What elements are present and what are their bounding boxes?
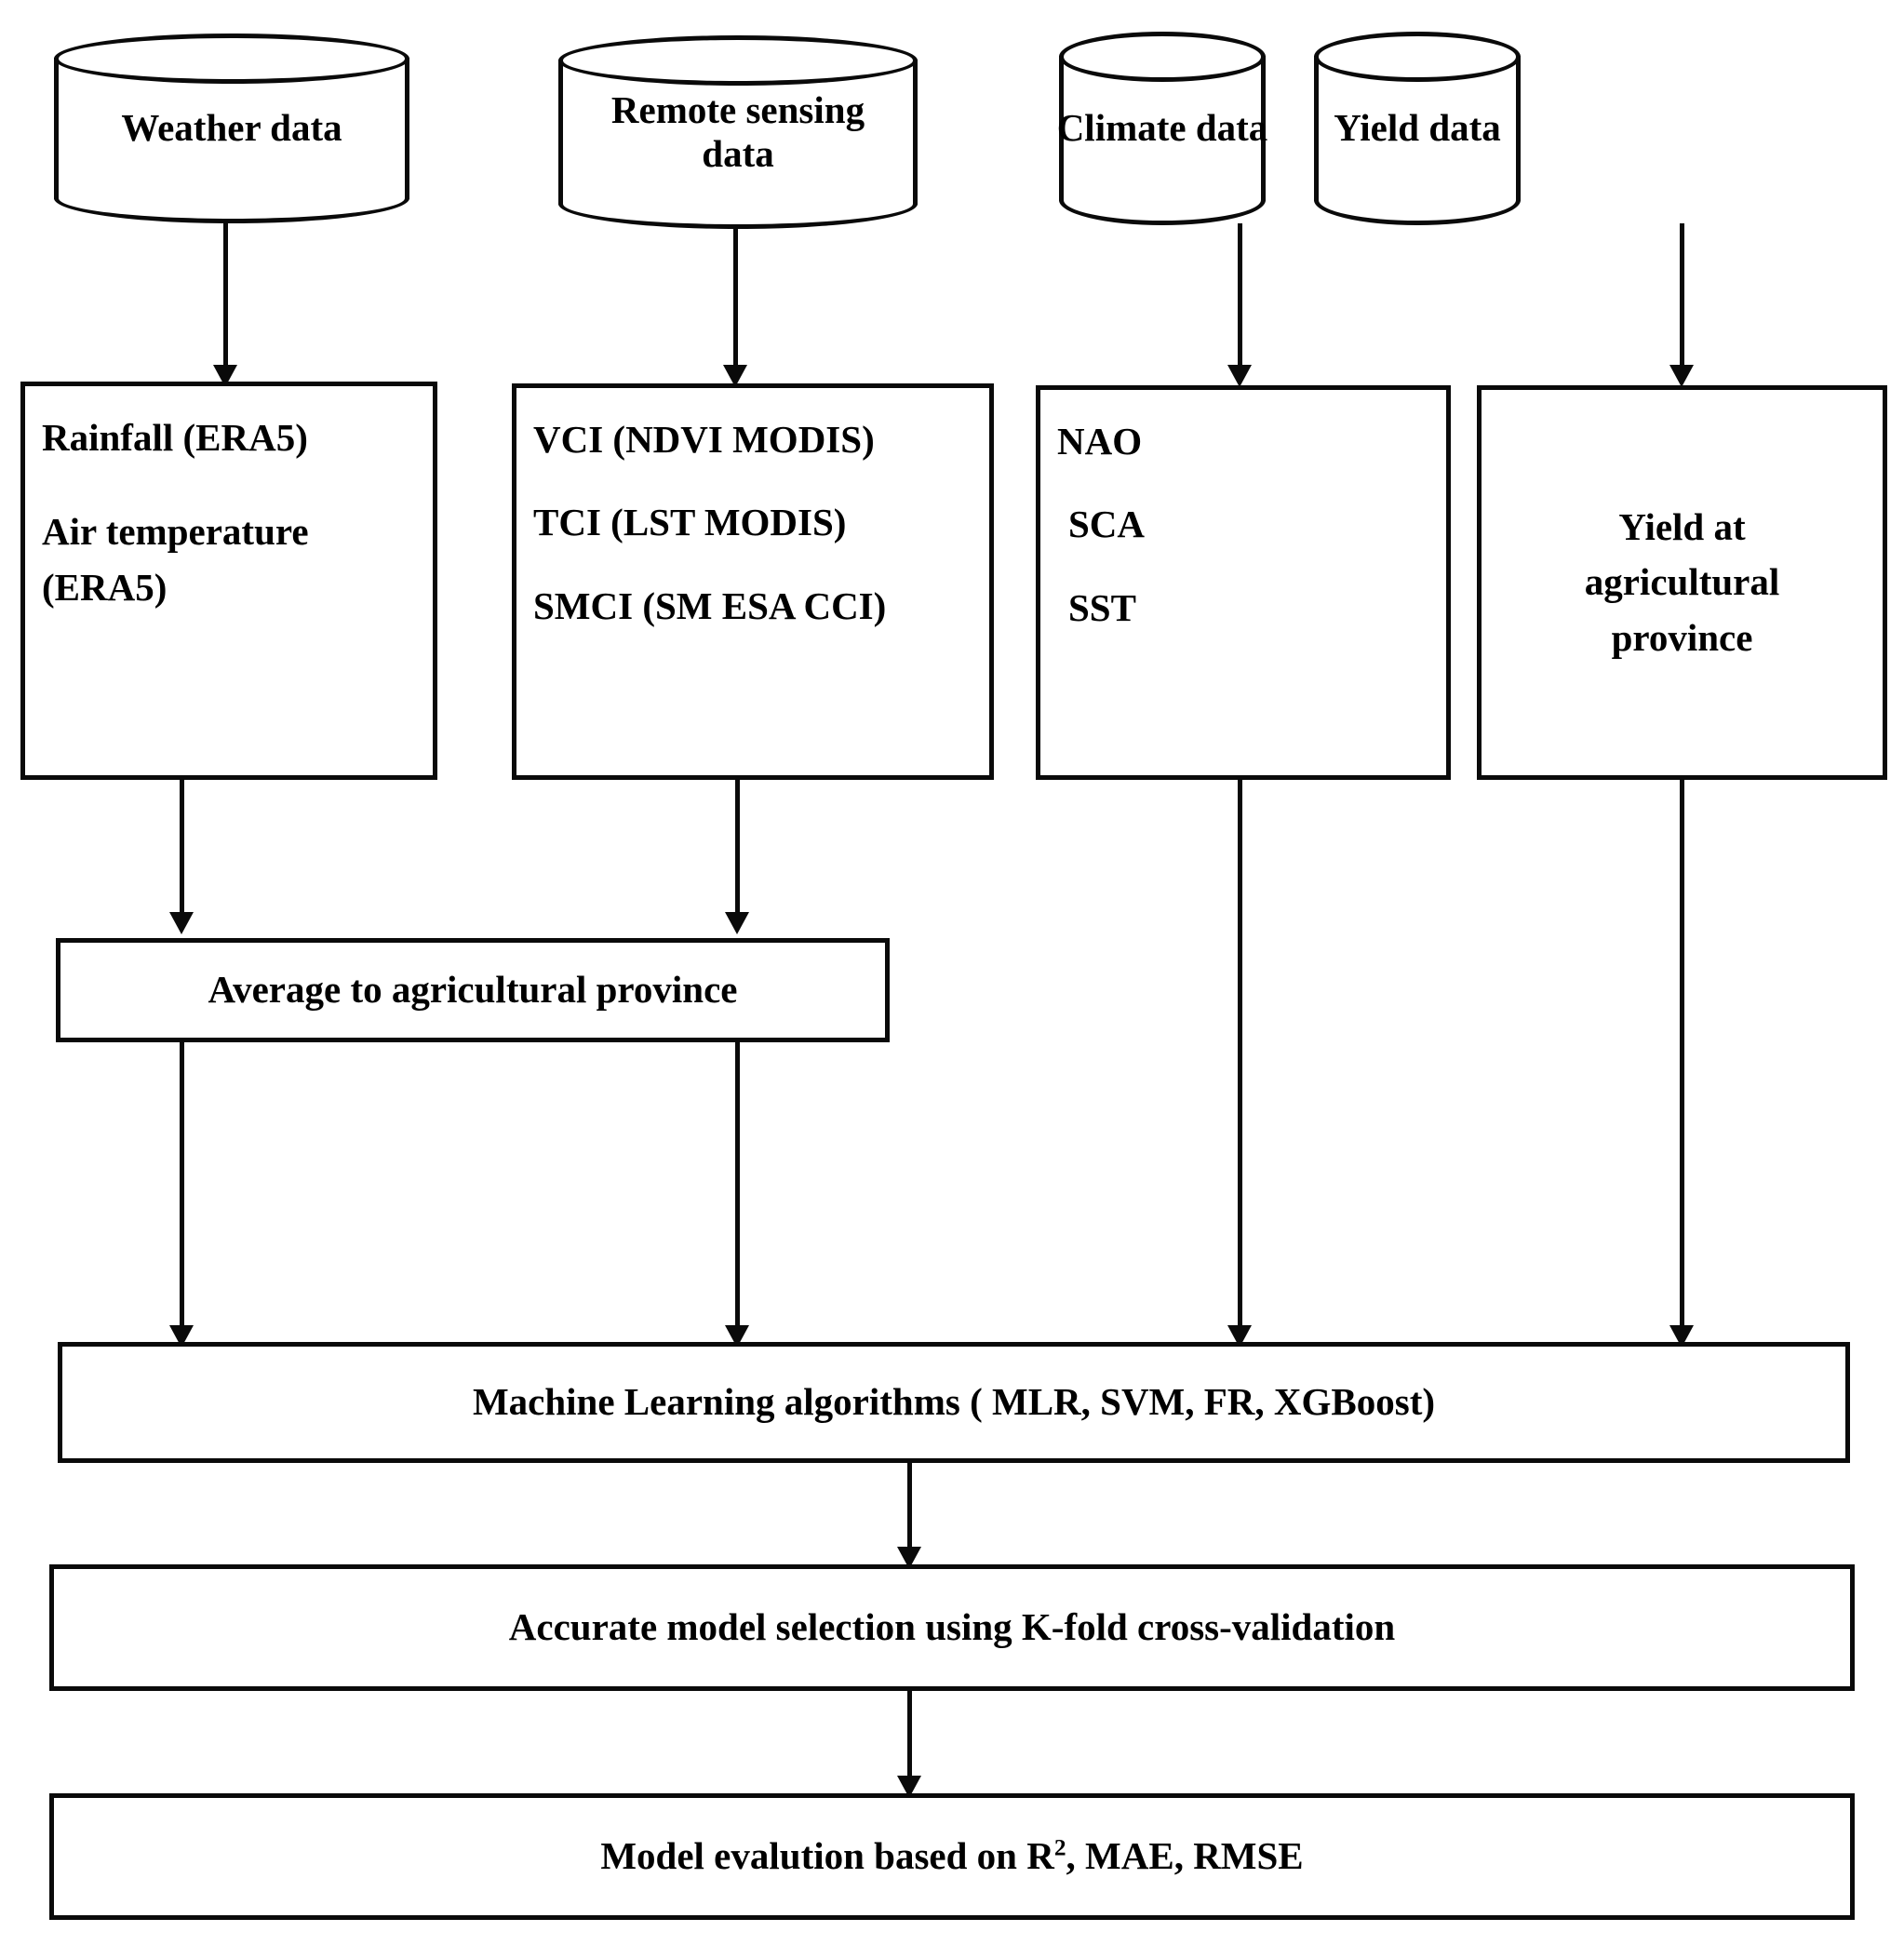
datastore-climate-data[interactable]: Climate data <box>1056 32 1268 225</box>
variable-yield-line2: agricultural <box>1584 560 1780 604</box>
box-model-selection[interactable]: Accurate model selection using K-fold cr… <box>49 1564 1855 1691</box>
arrowhead-remote-sensing-vars-to-average <box>725 912 749 934</box>
datastore-yield-data[interactable]: Yield data <box>1314 32 1521 225</box>
datastore-label-weather: Weather data <box>121 106 342 150</box>
evaluation-label-prefix: Model evalution based on R <box>600 1834 1054 1878</box>
variable-air-temperature-source: (ERA5) <box>42 565 168 609</box>
cylinder-top <box>1314 32 1521 82</box>
connector-ml-to-selection <box>907 1463 912 1552</box>
box-model-evaluation[interactable]: Model evalution based on R2, MAE, RMSE <box>49 1793 1855 1920</box>
connector-remote-sensing-vars-to-ml <box>735 1042 740 1331</box>
box-climate-variables[interactable]: NAO SCA SST <box>1036 385 1451 780</box>
connector-climate-vars-to-ml <box>1238 780 1242 1331</box>
arrowhead-climate-to-vars <box>1227 365 1252 387</box>
evaluation-label-suffix: , MAE, RMSE <box>1066 1834 1304 1878</box>
selection-box-label: Accurate model selection using K-fold cr… <box>508 1605 1396 1649</box>
arrowhead-weather-vars-to-average <box>169 912 194 934</box>
evaluation-box-label: Model evalution based on R2, MAE, RMSE <box>600 1829 1303 1884</box>
variable-yield-line1: Yield at <box>1618 504 1746 548</box>
average-box-label: Average to agricultural province <box>208 968 738 1012</box>
variable-sca: SCA <box>1068 503 1146 546</box>
box-machine-learning-algorithms[interactable]: Machine Learning algorithms ( MLR, SVM, … <box>58 1342 1850 1463</box>
cylinder-top <box>1059 32 1266 82</box>
connector-weather-to-vars <box>223 223 228 372</box>
connector-yield-to-vars <box>1680 223 1684 372</box>
cylinder-body <box>1059 56 1266 201</box>
cylinder-top <box>558 35 918 86</box>
ml-box-label: Machine Learning algorithms ( MLR, SVM, … <box>472 1380 1436 1424</box>
variable-nao: NAO <box>1057 420 1143 463</box>
datastore-label-yield: Yield data <box>1334 106 1501 150</box>
variable-sst: SST <box>1068 585 1136 629</box>
variable-vci: VCI (NDVI MODIS) <box>533 418 875 461</box>
connector-yield-vars-to-ml <box>1680 780 1684 1331</box>
datastore-label-remote-sensing: Remote sensing data <box>610 87 865 175</box>
variable-rainfall: Rainfall (ERA5) <box>42 416 308 459</box>
datastore-remote-sensing-data[interactable]: Remote sensing data <box>558 35 918 229</box>
connector-selection-to-evaluation <box>907 1691 912 1780</box>
box-yield-variables[interactable]: Yield at agricultural province <box>1477 385 1887 780</box>
variable-air-temperature: Air temperature <box>42 510 309 554</box>
evaluation-label-superscript: 2 <box>1053 1834 1066 1861</box>
variable-yield-line3: province <box>1611 615 1753 659</box>
connector-remote-sensing-to-vars <box>733 227 738 372</box>
variable-tci: TCI (LST MODIS) <box>533 501 847 544</box>
cylinder-top <box>54 34 409 84</box>
connector-climate-to-vars <box>1238 223 1242 372</box>
box-average-to-agricultural-province[interactable]: Average to agricultural province <box>56 938 890 1042</box>
connector-weather-vars-to-average <box>180 780 184 916</box>
box-remote-sensing-variables[interactable]: VCI (NDVI MODIS) TCI (LST MODIS) SMCI (S… <box>512 383 994 780</box>
datastore-label-climate: Climate data <box>1056 106 1268 150</box>
datastore-weather-data[interactable]: Weather data <box>54 34 409 223</box>
connector-average-to-ml <box>180 1042 184 1331</box>
connector-remote-sensing-vars-to-average <box>735 780 740 916</box>
box-weather-variables[interactable]: Rainfall (ERA5) Air temperature (ERA5) <box>20 382 437 780</box>
variable-smci: SMCI (SM ESA CCI) <box>533 584 887 627</box>
arrowhead-yield-to-vars <box>1669 365 1694 387</box>
